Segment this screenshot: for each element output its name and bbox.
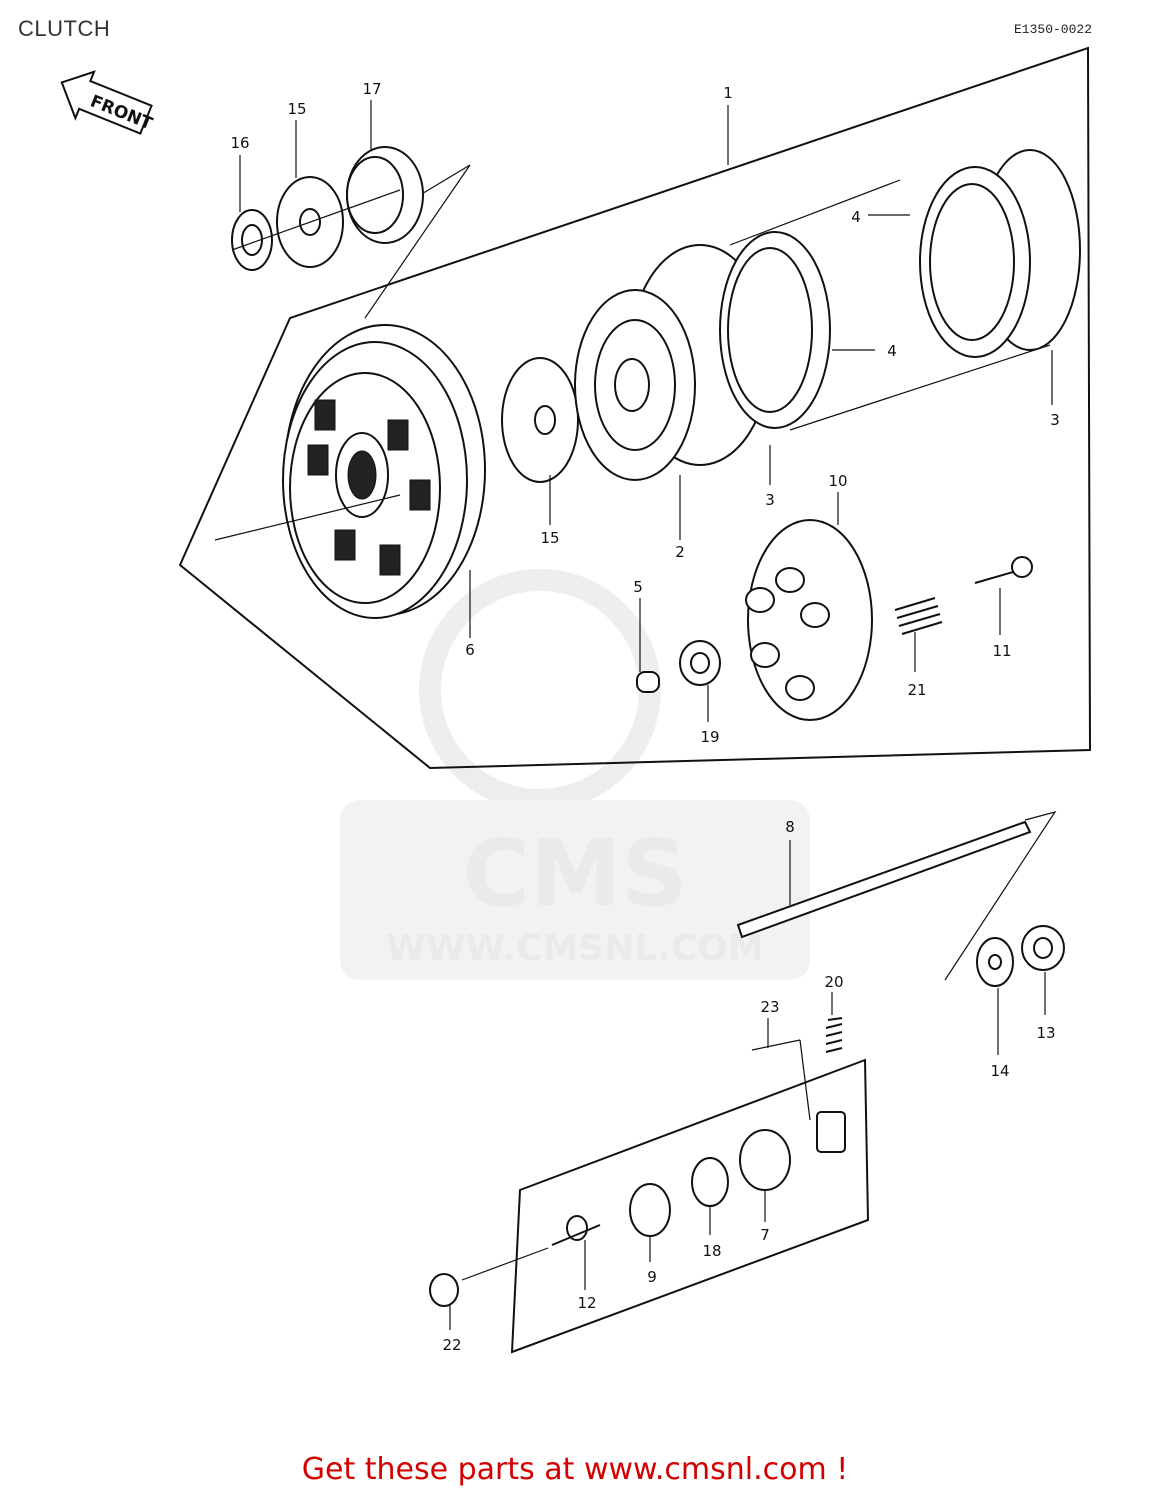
- callout-6: 6: [465, 641, 475, 659]
- callout-1: 1: [723, 84, 733, 102]
- clutch-housing: [214, 324, 486, 619]
- callout-23: 23: [760, 998, 779, 1016]
- front-arrow: FRONT: [60, 70, 155, 135]
- callout-7: 7: [760, 1226, 770, 1244]
- pressure-plate: [745, 519, 873, 721]
- callout-15-mid: 15: [540, 529, 559, 547]
- callout-3-middle: 3: [765, 491, 775, 509]
- small-bushings: [636, 640, 721, 693]
- callout-labels: 1 2 3 3 4 4 5 6 7 8 9 10 11 12 13 14 15 …: [230, 80, 1059, 1354]
- pushrod: [736, 811, 1057, 981]
- callout-9: 9: [647, 1268, 657, 1286]
- plate-stack-right: [919, 149, 1081, 358]
- callout-11: 11: [992, 642, 1011, 660]
- callout-5: 5: [633, 578, 643, 596]
- clutch-hub: [574, 244, 771, 481]
- footer-shop-link[interactable]: Get these parts at www.cmsnl.com !: [301, 1452, 849, 1487]
- callout-18: 18: [702, 1242, 721, 1260]
- watermark-url: WWW.CMSNL.COM: [386, 928, 764, 969]
- release-parts: [429, 1017, 846, 1307]
- watermark: CMS WWW.CMSNL.COM: [340, 569, 810, 980]
- callout-13: 13: [1036, 1024, 1055, 1042]
- callout-17: 17: [362, 80, 381, 98]
- callout-22: 22: [442, 1336, 461, 1354]
- callout-3-right: 3: [1050, 411, 1060, 429]
- callout-4-right: 4: [851, 208, 861, 226]
- callout-21: 21: [907, 681, 926, 699]
- assembly-outline: [178, 46, 1092, 770]
- diagram-code: E1350-0022: [1013, 22, 1092, 37]
- thrust-washer: [501, 357, 579, 483]
- watermark-logo: CMS: [462, 820, 687, 927]
- page-title: CLUTCH: [18, 16, 111, 41]
- callout-2: 2: [675, 543, 685, 561]
- callout-16: 16: [230, 134, 249, 152]
- callout-12: 12: [577, 1294, 596, 1312]
- callout-19: 19: [700, 728, 719, 746]
- washer-and-nut: [976, 925, 1065, 987]
- callout-10: 10: [828, 472, 847, 490]
- release-lever-outline: [510, 1058, 870, 1354]
- callout-15-top: 15: [287, 100, 306, 118]
- callout-4-middle: 4: [887, 342, 897, 360]
- callout-14: 14: [990, 1062, 1009, 1080]
- plate-stack-middle: [719, 179, 1051, 431]
- leader-lines: [239, 100, 1053, 1330]
- callout-8: 8: [785, 818, 795, 836]
- washer-group: [231, 146, 471, 319]
- front-label: FRONT: [87, 91, 155, 134]
- spring-and-bolt: [894, 556, 1033, 635]
- callout-20: 20: [824, 973, 843, 991]
